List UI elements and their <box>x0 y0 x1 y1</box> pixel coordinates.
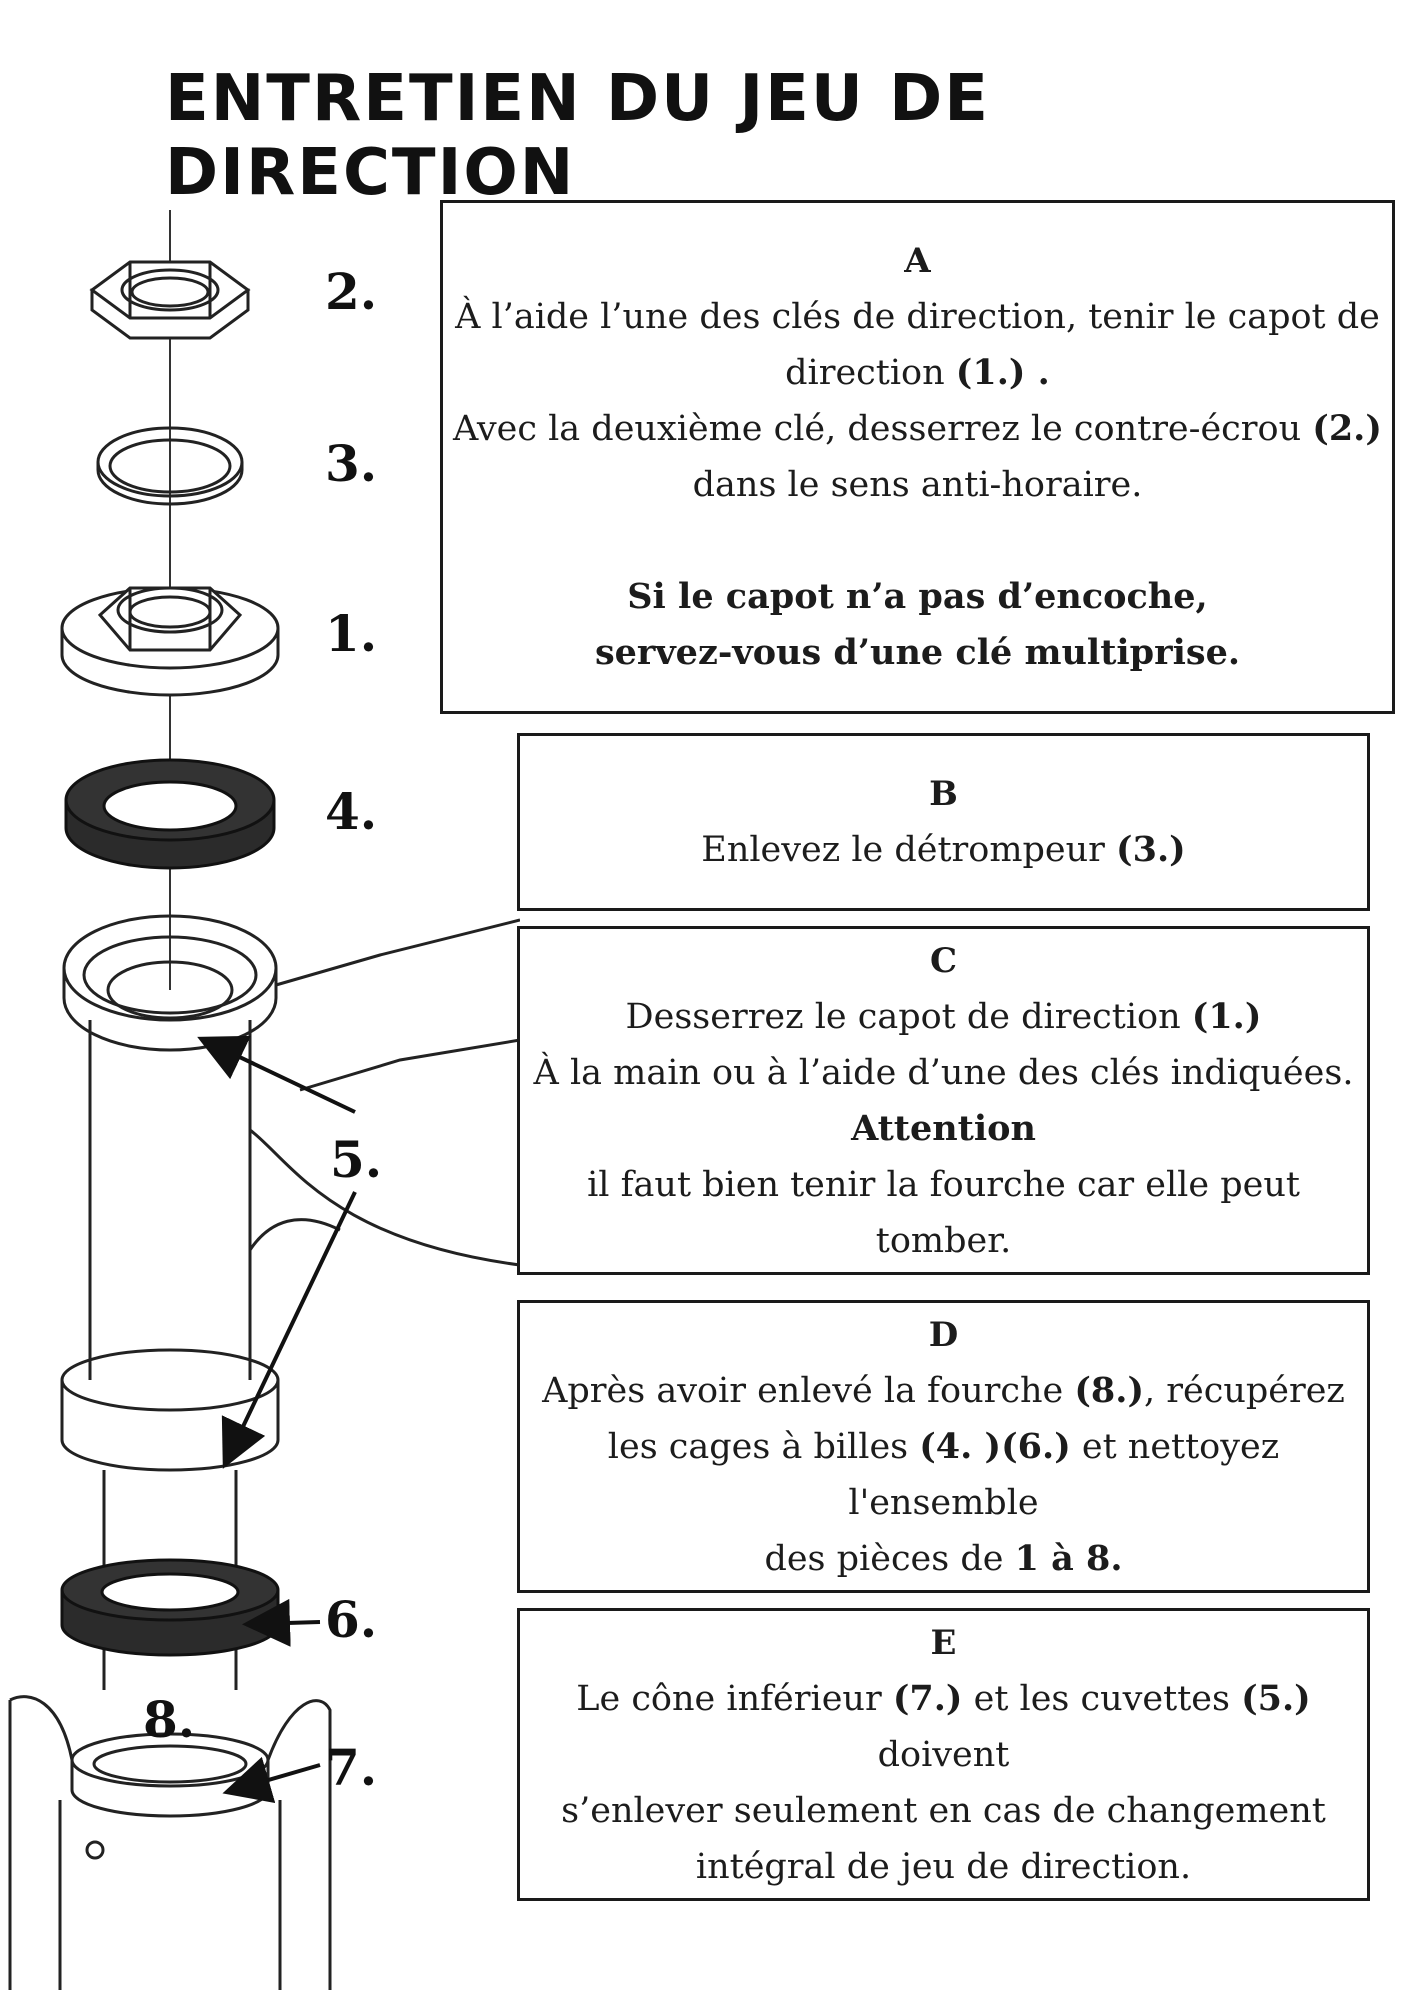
locknut-icon <box>89 260 251 340</box>
keyed-washer-icon <box>96 426 244 506</box>
page-title: Entretien du jeu de direction <box>165 62 990 210</box>
step-text: direction (1.) . <box>785 352 1050 393</box>
step-d-box: D Après avoir enlevé la fourche (8.), ré… <box>517 1300 1370 1593</box>
step-text: Avec la deuxième clé, desserrez le contr… <box>453 408 1382 449</box>
part-number-3: 3. <box>325 434 378 493</box>
step-b-box: B Enlevez le détrompeur (3.) <box>517 733 1370 911</box>
step-text: À la main ou à l’aide d’une des clés ind… <box>533 1052 1354 1093</box>
part-number-1: 1. <box>325 604 378 663</box>
part-number-4: 4. <box>325 782 378 841</box>
step-letter: C <box>929 940 958 981</box>
step-warning: Attention <box>851 1107 1036 1149</box>
step-text: Après avoir enlevé la fourche (8.), récu… <box>542 1369 1345 1411</box>
step-letter: B <box>929 774 958 814</box>
step-a-box: A À l’aide l’une des clés de direction, … <box>440 200 1395 714</box>
step-text: Desserrez le capot de direction (1.) <box>625 995 1262 1037</box>
step-warning: servez-vous d’une clé multiprise. <box>594 632 1241 673</box>
step-text: il faut bien tenir la fourche car elle p… <box>587 1164 1300 1261</box>
step-text: Enlevez le détrompeur (3.) <box>701 829 1186 870</box>
step-text: intégral de jeu de direction. <box>695 1846 1192 1887</box>
step-letter: D <box>928 1314 959 1355</box>
headset-diagram <box>8 210 520 1990</box>
step-c-box: C Desserrez le capot de direction (1.) À… <box>517 926 1370 1275</box>
step-text: les cages à billes (4. )(6.) et nettoyez… <box>607 1425 1280 1523</box>
step-warning: Si le capot n’a pas d’encoche, <box>627 576 1208 617</box>
part-number-2: 2. <box>325 262 378 321</box>
arrow-icon <box>197 1035 357 1803</box>
step-text: Le cône inférieur (7.) et les cuvettes (… <box>576 1677 1311 1775</box>
part-number-8: 8. <box>143 1690 196 1749</box>
step-e-box: E Le cône inférieur (7.) et les cuvettes… <box>517 1608 1370 1901</box>
headset-cap-icon <box>60 586 280 697</box>
step-letter: A <box>904 241 931 281</box>
part-number-6: 6. <box>325 1590 378 1649</box>
step-letter: E <box>930 1622 957 1663</box>
part-number-7: 7. <box>325 1738 378 1797</box>
fork-icon <box>8 1695 332 1990</box>
step-text: des pièces de 1 à 8. <box>764 1537 1123 1579</box>
part-number-5: 5. <box>330 1130 383 1189</box>
step-text: s’enlever seulement en cas de changement <box>561 1790 1326 1831</box>
lower-ball-cage-icon <box>60 1558 280 1657</box>
ball-cage-icon <box>64 758 276 870</box>
step-text: À l’aide l’une des clés de direction, te… <box>455 297 1380 337</box>
step-text: dans le sens anti-horaire. <box>692 465 1143 505</box>
frame-head-tube-icon <box>60 914 520 1690</box>
